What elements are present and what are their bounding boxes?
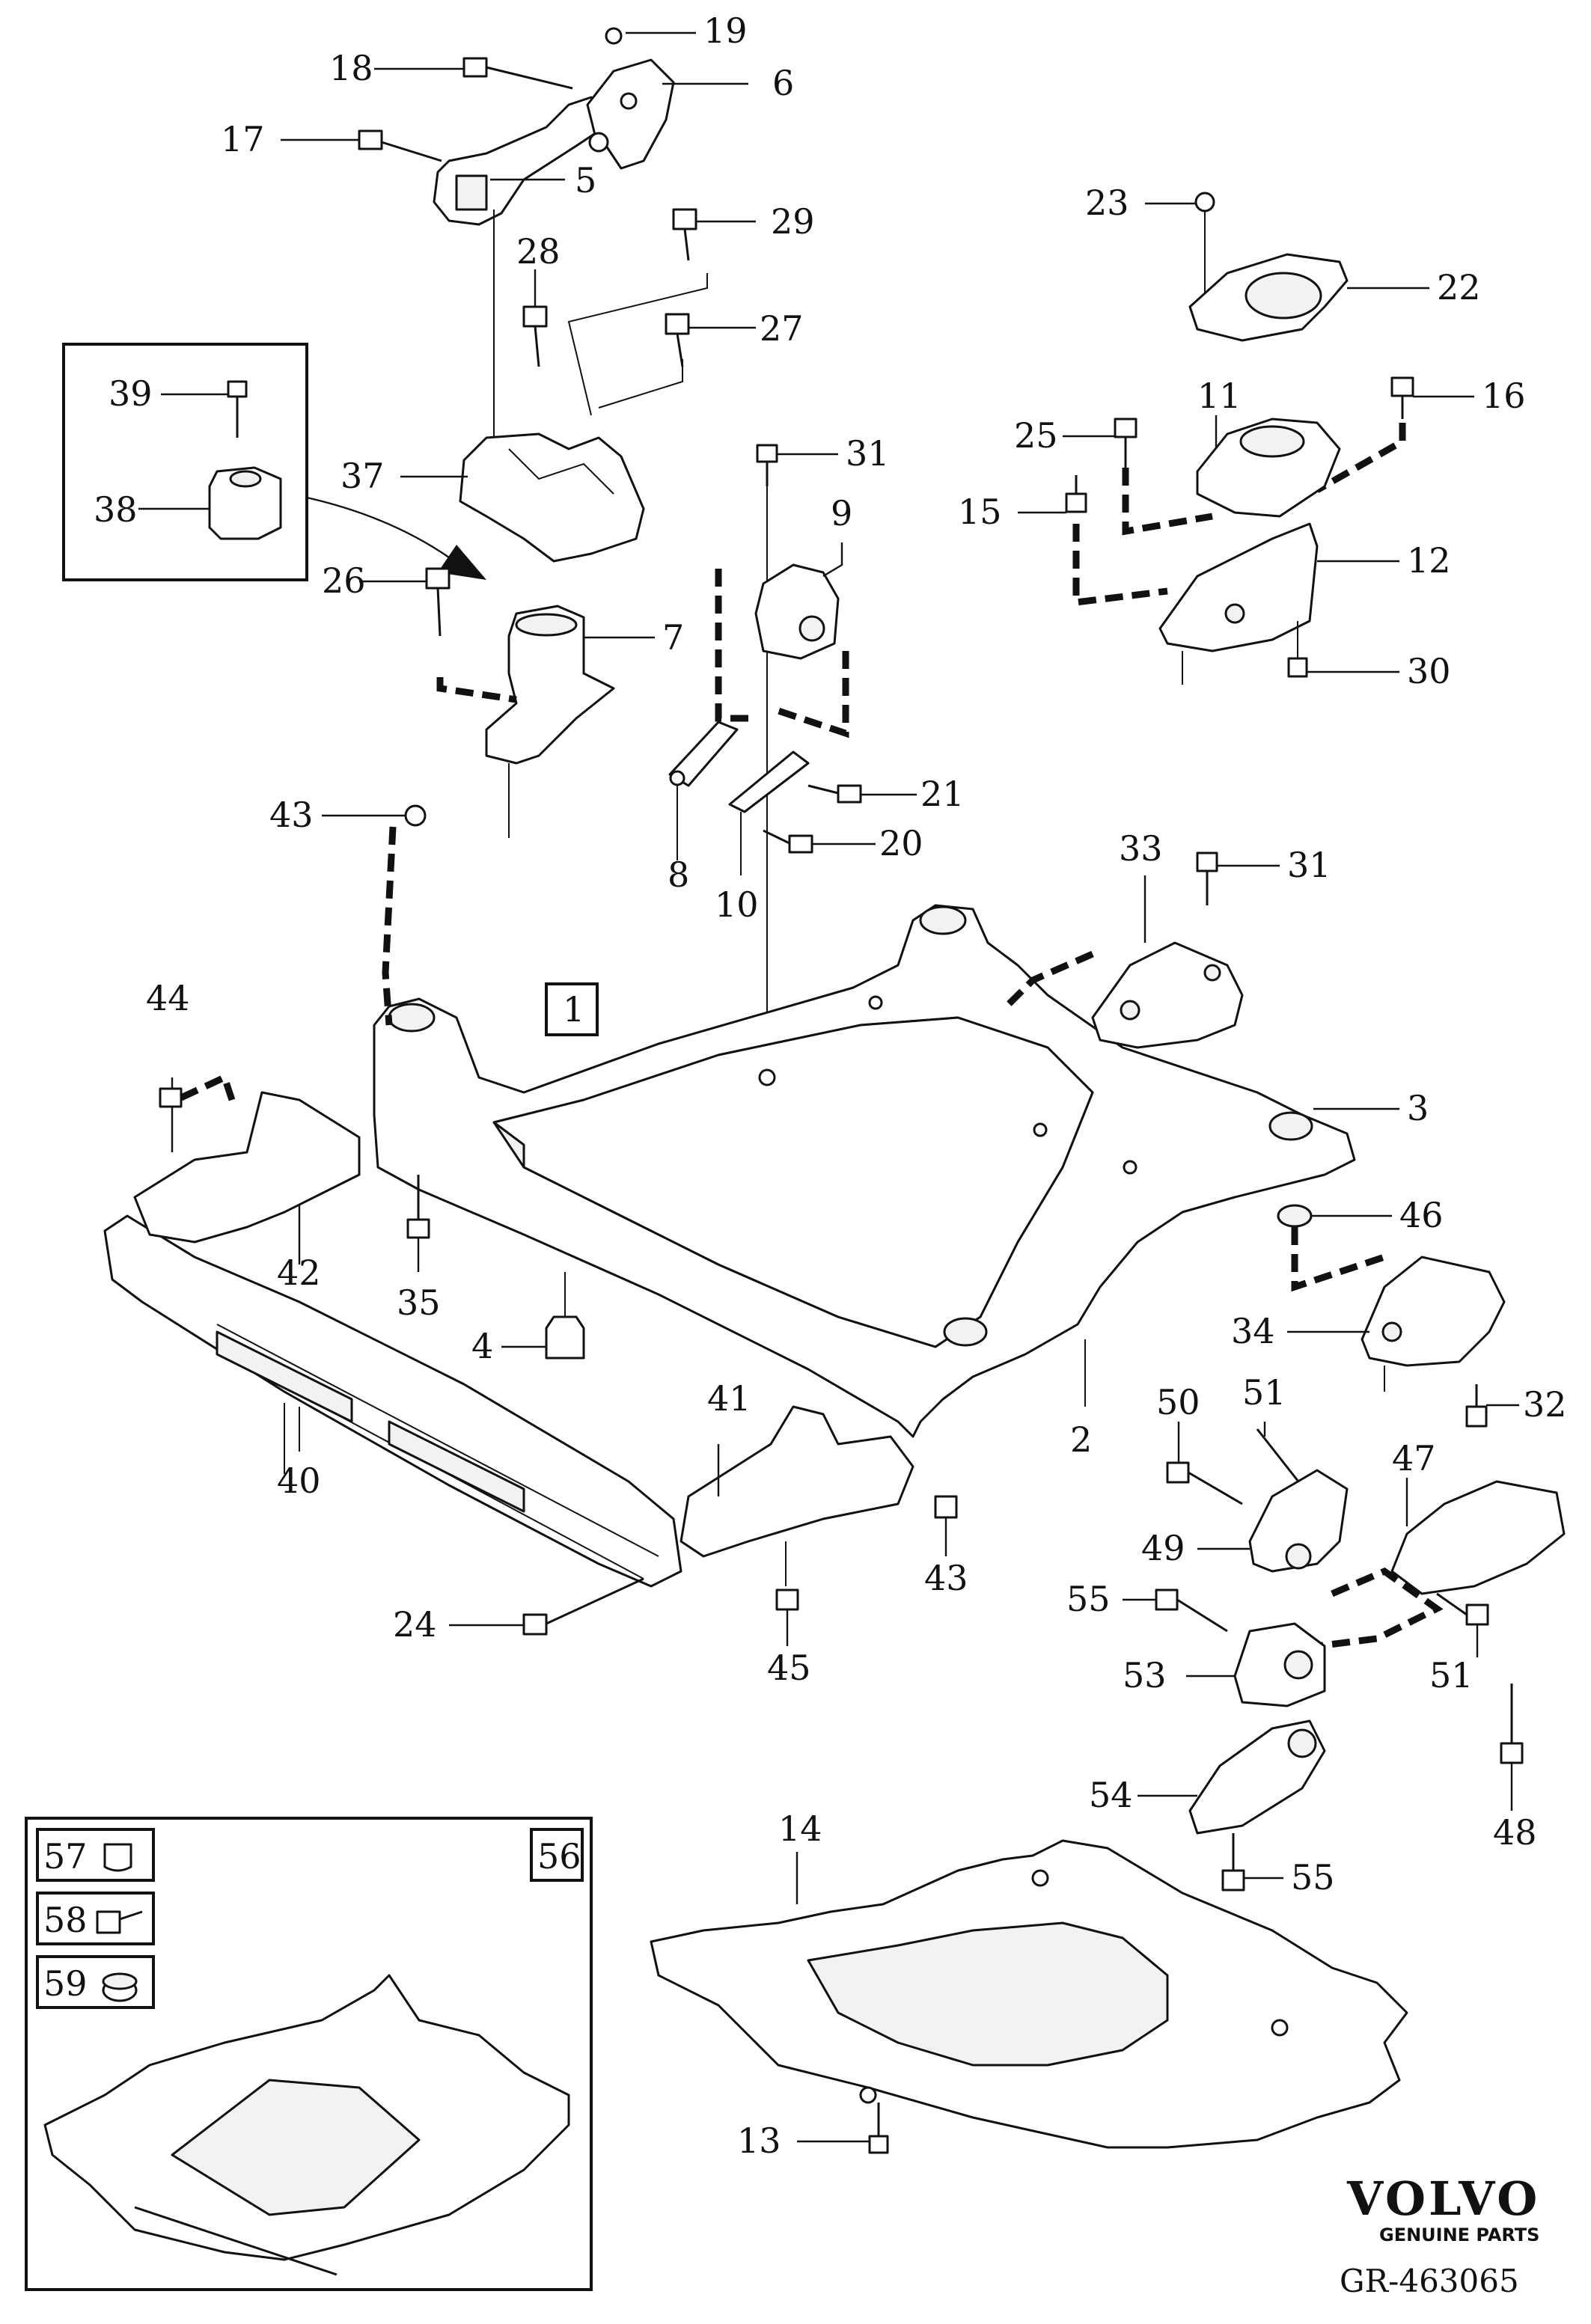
label-30: 30	[1407, 651, 1451, 691]
label-59: 59	[43, 1963, 88, 2004]
label-41: 41	[707, 1378, 751, 1419]
plug-icon	[103, 1843, 132, 1872]
label-53: 53	[1123, 1655, 1167, 1695]
label-23: 23	[1085, 183, 1129, 223]
torque-rod-assembly	[358, 27, 675, 226]
label-28: 28	[516, 231, 561, 272]
label-18: 18	[329, 48, 373, 88]
label-33: 33	[1119, 828, 1163, 869]
label-8: 8	[668, 854, 689, 895]
label-6: 6	[772, 63, 794, 103]
subframe-2	[322, 804, 1519, 1438]
label-51b: 51	[1429, 1655, 1474, 1695]
label-35: 35	[397, 1282, 441, 1323]
inset-shield-56	[25, 1817, 593, 2291]
label-15: 15	[958, 492, 1002, 532]
label-20: 20	[879, 823, 923, 863]
label-9: 9	[831, 493, 852, 533]
label-19: 19	[703, 10, 748, 51]
label-49: 49	[1141, 1528, 1185, 1568]
mount-7	[359, 567, 655, 838]
label-43a: 43	[269, 795, 314, 835]
label-1: 1	[563, 989, 584, 1030]
label-50: 50	[1156, 1382, 1200, 1422]
label-5: 5	[575, 160, 596, 201]
label-54: 54	[1089, 1775, 1133, 1815]
rear-mount-group	[1123, 1422, 1566, 1892]
label-55a: 55	[1066, 1579, 1111, 1619]
label-38: 38	[94, 489, 138, 530]
bolt-18-icon	[462, 57, 573, 90]
label-27: 27	[760, 308, 804, 349]
bolt-17-icon	[358, 129, 442, 162]
label-26: 26	[322, 560, 366, 601]
label-12: 12	[1407, 540, 1451, 581]
label-31b: 31	[1287, 845, 1331, 885]
label-3: 3	[1407, 1088, 1429, 1128]
label-31a: 31	[846, 433, 890, 474]
label-2: 2	[1070, 1419, 1092, 1460]
grommet-icon	[102, 1972, 138, 2002]
label-7: 7	[662, 617, 684, 658]
bracket-37-icon	[459, 432, 645, 563]
label-25: 25	[1014, 415, 1058, 456]
label-42: 42	[277, 1253, 321, 1293]
label-10: 10	[715, 884, 759, 925]
label-4: 4	[471, 1326, 493, 1366]
label-11: 11	[1197, 376, 1242, 416]
label-40: 40	[277, 1461, 321, 1501]
mount-11-12-22	[1018, 192, 1474, 685]
front-crossmember-40	[103, 1072, 958, 1646]
label-48: 48	[1493, 1812, 1537, 1853]
splash-shield-14	[650, 1839, 1408, 2154]
label-44: 44	[146, 978, 190, 1018]
label-39: 39	[109, 373, 153, 414]
label-22: 22	[1437, 267, 1481, 308]
label-47: 47	[1392, 1438, 1436, 1479]
label-58: 58	[43, 1900, 88, 1940]
label-51a: 51	[1242, 1372, 1286, 1413]
label-37: 37	[341, 456, 385, 496]
label-57: 57	[43, 1836, 88, 1877]
reference-number: GR-463065	[1340, 2263, 1519, 2299]
label-29: 29	[771, 201, 815, 242]
leaders-top	[281, 31, 748, 441]
inset-mount-38	[62, 343, 308, 581]
label-24: 24	[393, 1604, 437, 1645]
label-34: 34	[1231, 1311, 1275, 1351]
label-14: 14	[778, 1808, 822, 1849]
label-46: 46	[1399, 1195, 1444, 1235]
bolts-27-28-29	[522, 208, 756, 416]
label-16: 16	[1482, 376, 1526, 416]
label-55b: 55	[1291, 1857, 1335, 1898]
callout-box-1	[545, 982, 599, 1036]
label-21: 21	[920, 774, 965, 814]
part-labels: 19 18 6 17 5 29 28 27 37 39 38 26 7 31 9…	[43, 10, 1567, 2161]
label-45: 45	[767, 1648, 811, 1688]
label-13: 13	[737, 2120, 781, 2161]
label-43b: 43	[924, 1558, 968, 1598]
label-56: 56	[537, 1836, 581, 1877]
bolt-icon	[96, 1910, 143, 1934]
mount-9-links	[668, 444, 917, 1077]
brand-logo: VOLVO	[1346, 2171, 1540, 2226]
brand-block: VOLVO GENUINE PARTS GR-463065	[1340, 2171, 1540, 2299]
label-32: 32	[1523, 1384, 1567, 1425]
label-17: 17	[221, 119, 265, 159]
brand-subtitle: GENUINE PARTS	[1379, 2224, 1539, 2245]
